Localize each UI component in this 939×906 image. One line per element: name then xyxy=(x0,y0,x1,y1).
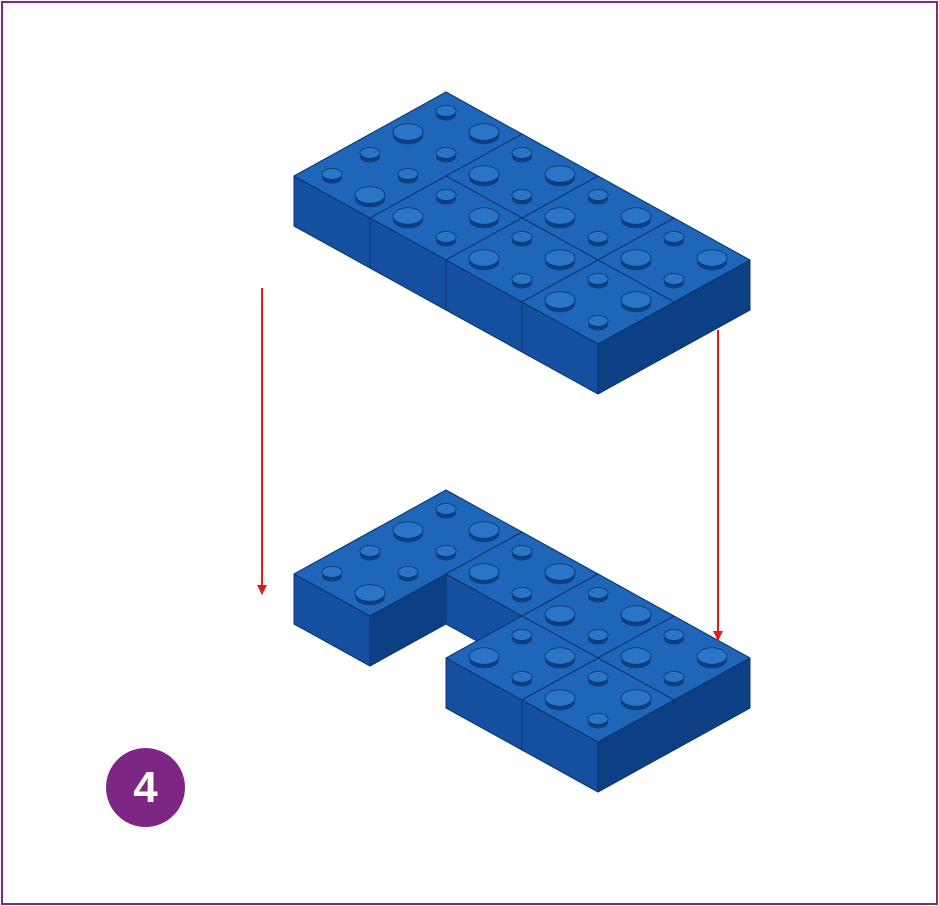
stud xyxy=(587,713,609,725)
brick xyxy=(521,259,675,395)
stud xyxy=(435,231,457,243)
stud xyxy=(468,249,500,267)
stud xyxy=(587,315,609,327)
stud xyxy=(511,629,533,641)
stud xyxy=(511,587,533,599)
brick-top-face xyxy=(521,657,675,743)
stud xyxy=(587,189,609,201)
stud xyxy=(468,165,500,183)
stud xyxy=(468,521,500,539)
stud xyxy=(663,671,685,683)
stud xyxy=(620,605,652,623)
stud xyxy=(397,168,419,180)
stud xyxy=(468,563,500,581)
stud xyxy=(663,629,685,641)
placement-arrows xyxy=(257,288,723,641)
stud xyxy=(544,249,576,267)
stud xyxy=(587,629,609,641)
stud xyxy=(435,147,457,159)
stud xyxy=(321,566,343,578)
stud xyxy=(468,207,500,225)
stud xyxy=(663,273,685,285)
stud xyxy=(620,291,652,309)
stud xyxy=(511,545,533,557)
stud xyxy=(544,605,576,623)
stud xyxy=(544,291,576,309)
stud xyxy=(696,647,728,665)
stud xyxy=(511,189,533,201)
brick xyxy=(521,657,675,793)
stud xyxy=(511,671,533,683)
upper-brick-layer xyxy=(293,91,751,395)
stud xyxy=(544,689,576,707)
stud xyxy=(435,545,457,557)
stud xyxy=(696,249,728,267)
stud xyxy=(587,273,609,285)
stud xyxy=(587,231,609,243)
stud xyxy=(359,545,381,557)
stud xyxy=(392,521,424,539)
stud xyxy=(397,566,419,578)
lower-brick-layer xyxy=(293,489,751,793)
stud xyxy=(435,105,457,117)
stud xyxy=(511,147,533,159)
stud xyxy=(544,647,576,665)
stud xyxy=(544,563,576,581)
stud xyxy=(354,186,386,204)
brick-top-face xyxy=(521,259,675,345)
stud xyxy=(511,231,533,243)
step-number-badge: 4 xyxy=(106,748,185,827)
stud xyxy=(359,147,381,159)
stud xyxy=(321,168,343,180)
stud xyxy=(620,689,652,707)
stud xyxy=(468,647,500,665)
stud xyxy=(544,207,576,225)
stud xyxy=(587,671,609,683)
stud xyxy=(511,273,533,285)
stud xyxy=(468,123,500,141)
stud xyxy=(435,189,457,201)
stud xyxy=(435,503,457,515)
stud xyxy=(354,584,386,602)
stud xyxy=(620,207,652,225)
step-number: 4 xyxy=(133,762,158,812)
brick-top-face xyxy=(293,489,523,617)
stud xyxy=(620,249,652,267)
stud xyxy=(544,165,576,183)
stud xyxy=(392,123,424,141)
stud xyxy=(663,231,685,243)
stud xyxy=(392,207,424,225)
stud xyxy=(620,647,652,665)
stud xyxy=(587,587,609,599)
